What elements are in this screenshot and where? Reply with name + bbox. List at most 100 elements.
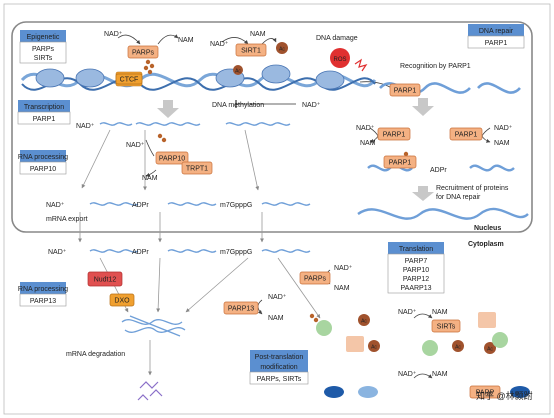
nam-label-7: NAM bbox=[334, 285, 350, 292]
translation-substrates bbox=[316, 312, 530, 398]
nam-label-4: NAM bbox=[142, 175, 158, 182]
parp1-enzyme-damage: PARP1 bbox=[389, 83, 421, 97]
parp10-enzyme: PARP10 bbox=[155, 151, 189, 165]
parp1-enzyme-bound-label: PARP1 bbox=[389, 160, 412, 167]
nad-label-export: NAD⁺ bbox=[46, 202, 65, 209]
m7g-label-export: m7GpppG bbox=[220, 202, 252, 209]
box-epigenetic-item: SIRTs bbox=[34, 55, 53, 62]
dna-damage-label: DNA damage bbox=[316, 35, 358, 42]
nad-label-transcript: NAD⁺ bbox=[76, 123, 95, 130]
nad-label-3: NAD⁺ bbox=[302, 102, 321, 109]
recruitment-label: for DNA repair bbox=[436, 194, 481, 201]
parp10-enzyme-label: PARP10 bbox=[159, 156, 185, 163]
nam-label-10: NAM bbox=[432, 371, 448, 378]
trpt1-enzyme-label: TRPT1 bbox=[186, 166, 208, 173]
nad-label-5: NAD⁺ bbox=[356, 125, 375, 132]
dna-methylation-label: DNA methylation bbox=[212, 102, 264, 109]
sirts-enzyme: SIRTs bbox=[431, 319, 461, 333]
nudt12-enzyme: Nudt12 bbox=[87, 271, 123, 287]
box-post-translation-title: modification bbox=[260, 364, 297, 371]
ac-6: Ac bbox=[371, 345, 377, 351]
nam-label-5: NAM bbox=[360, 140, 376, 147]
nucleus-membrane bbox=[11, 21, 533, 233]
adpr-label-cyto: ADPr bbox=[132, 249, 149, 256]
nad-label-7: NAD⁺ bbox=[334, 265, 353, 272]
par-chain-icons bbox=[143, 59, 413, 323]
recognition-label: Recognition by PARP1 bbox=[400, 63, 471, 70]
nudt12-enzyme-label: Nudt12 bbox=[94, 277, 117, 284]
mrna-tangle bbox=[121, 315, 186, 337]
box-post-translation-item: PARPs, SIRTs bbox=[257, 376, 302, 383]
box-epigenetic-item: PARPs bbox=[32, 46, 55, 53]
box-rna-processing-nucleus-item: PARP10 bbox=[30, 166, 56, 173]
down-arrow-2 bbox=[412, 98, 434, 116]
nam-label-1: NAM bbox=[178, 37, 194, 44]
adpr-label-repair: ADPr bbox=[430, 167, 447, 174]
nad-label-1: NAD⁺ bbox=[104, 31, 123, 38]
parps-enzyme-nucleus-label: PARPs bbox=[132, 50, 155, 57]
box-translation-item: PARP12 bbox=[403, 276, 429, 283]
ac-4: Ac bbox=[455, 345, 461, 351]
parp1-enzyme-left: PARP1 bbox=[377, 127, 411, 141]
ac-2: Ac bbox=[235, 69, 241, 75]
ac-1: Ac bbox=[279, 47, 285, 53]
box-rna-processing-nucleus-title: RNA processing bbox=[18, 154, 68, 161]
nam-label-6: NAM bbox=[494, 140, 510, 147]
box-dna-repair-item: PARP1 bbox=[485, 40, 508, 47]
ctcf-label-box-label: CTCF bbox=[120, 77, 139, 84]
nad-label-10: NAD⁺ bbox=[398, 371, 417, 378]
sirts-enzyme-label: SIRTs bbox=[437, 324, 456, 331]
nad-label-2: NAD⁺ bbox=[210, 41, 229, 48]
dxo-enzyme-label: DXO bbox=[114, 298, 130, 305]
watermark: 知乎 @林颢跗 bbox=[476, 390, 533, 401]
nad-label-9: NAD⁺ bbox=[398, 309, 417, 316]
nucleus-label: Nucleus bbox=[474, 225, 501, 232]
parp1-enzyme-right: PARP1 bbox=[449, 127, 483, 141]
box-rna-processing-cyto-item: PARP13 bbox=[30, 298, 56, 305]
recruitment-label: Recruitment of proteins bbox=[436, 185, 509, 192]
outer-frame bbox=[3, 3, 551, 415]
adpr-label-export: ADPr bbox=[132, 202, 149, 209]
box-epigenetic-title: Epigenetic bbox=[27, 34, 60, 41]
parp1-enzyme-damage-label: PARP1 bbox=[394, 88, 417, 95]
down-arrow-3 bbox=[412, 186, 434, 201]
nam-label-9: NAM bbox=[432, 309, 448, 316]
m7g-label-cyto: m7GpppG bbox=[220, 249, 252, 256]
nam-label-2: NAM bbox=[250, 31, 266, 38]
mrna-export-label: mRNA export bbox=[46, 216, 88, 223]
parps-enzyme-nucleus: PARPs bbox=[127, 45, 159, 59]
ctcf-label-box: CTCF bbox=[115, 73, 143, 85]
parp-enzyme-bottom: PARP bbox=[469, 385, 501, 399]
parp1-enzyme-bound: PARP1 bbox=[383, 155, 417, 169]
parp-enzyme-bottom-label: PARP bbox=[476, 390, 495, 397]
ac-3: Ac bbox=[487, 347, 493, 353]
dxo-enzyme: DXO bbox=[109, 293, 135, 307]
box-transcription-item: PARP1 bbox=[33, 116, 56, 123]
nad-label-8: NAD⁺ bbox=[268, 294, 287, 301]
nad-label-4: NAD⁺ bbox=[126, 142, 145, 149]
box-transcription-title: Transcription bbox=[24, 104, 64, 111]
box-translation-item: PARP7 bbox=[405, 258, 428, 265]
down-arrow-1 bbox=[157, 100, 179, 118]
degraded-fragments bbox=[137, 381, 163, 401]
mrna-degradation-label: mRNA degradation bbox=[66, 351, 125, 358]
box-translation-item: PARP10 bbox=[403, 267, 429, 274]
parp13-enzyme: PARP13 bbox=[223, 301, 259, 315]
box-rna-processing-cyto-title: RNA processing bbox=[18, 286, 68, 293]
sirt1-enzyme: SIRT1 bbox=[235, 43, 267, 57]
trpt1-enzyme: TRPT1 bbox=[181, 161, 213, 175]
box-post-translation-title: Post-translation bbox=[255, 354, 304, 361]
box-translation-item: PAARP13 bbox=[401, 285, 432, 292]
ac-markers bbox=[233, 42, 496, 354]
parp13-enzyme-label: PARP13 bbox=[228, 306, 254, 313]
box-dna-repair-title: DNA repair bbox=[479, 28, 514, 35]
parps-enzyme-cyto-label: PARPs bbox=[304, 276, 327, 283]
nam-label-8: NAM bbox=[268, 315, 284, 322]
